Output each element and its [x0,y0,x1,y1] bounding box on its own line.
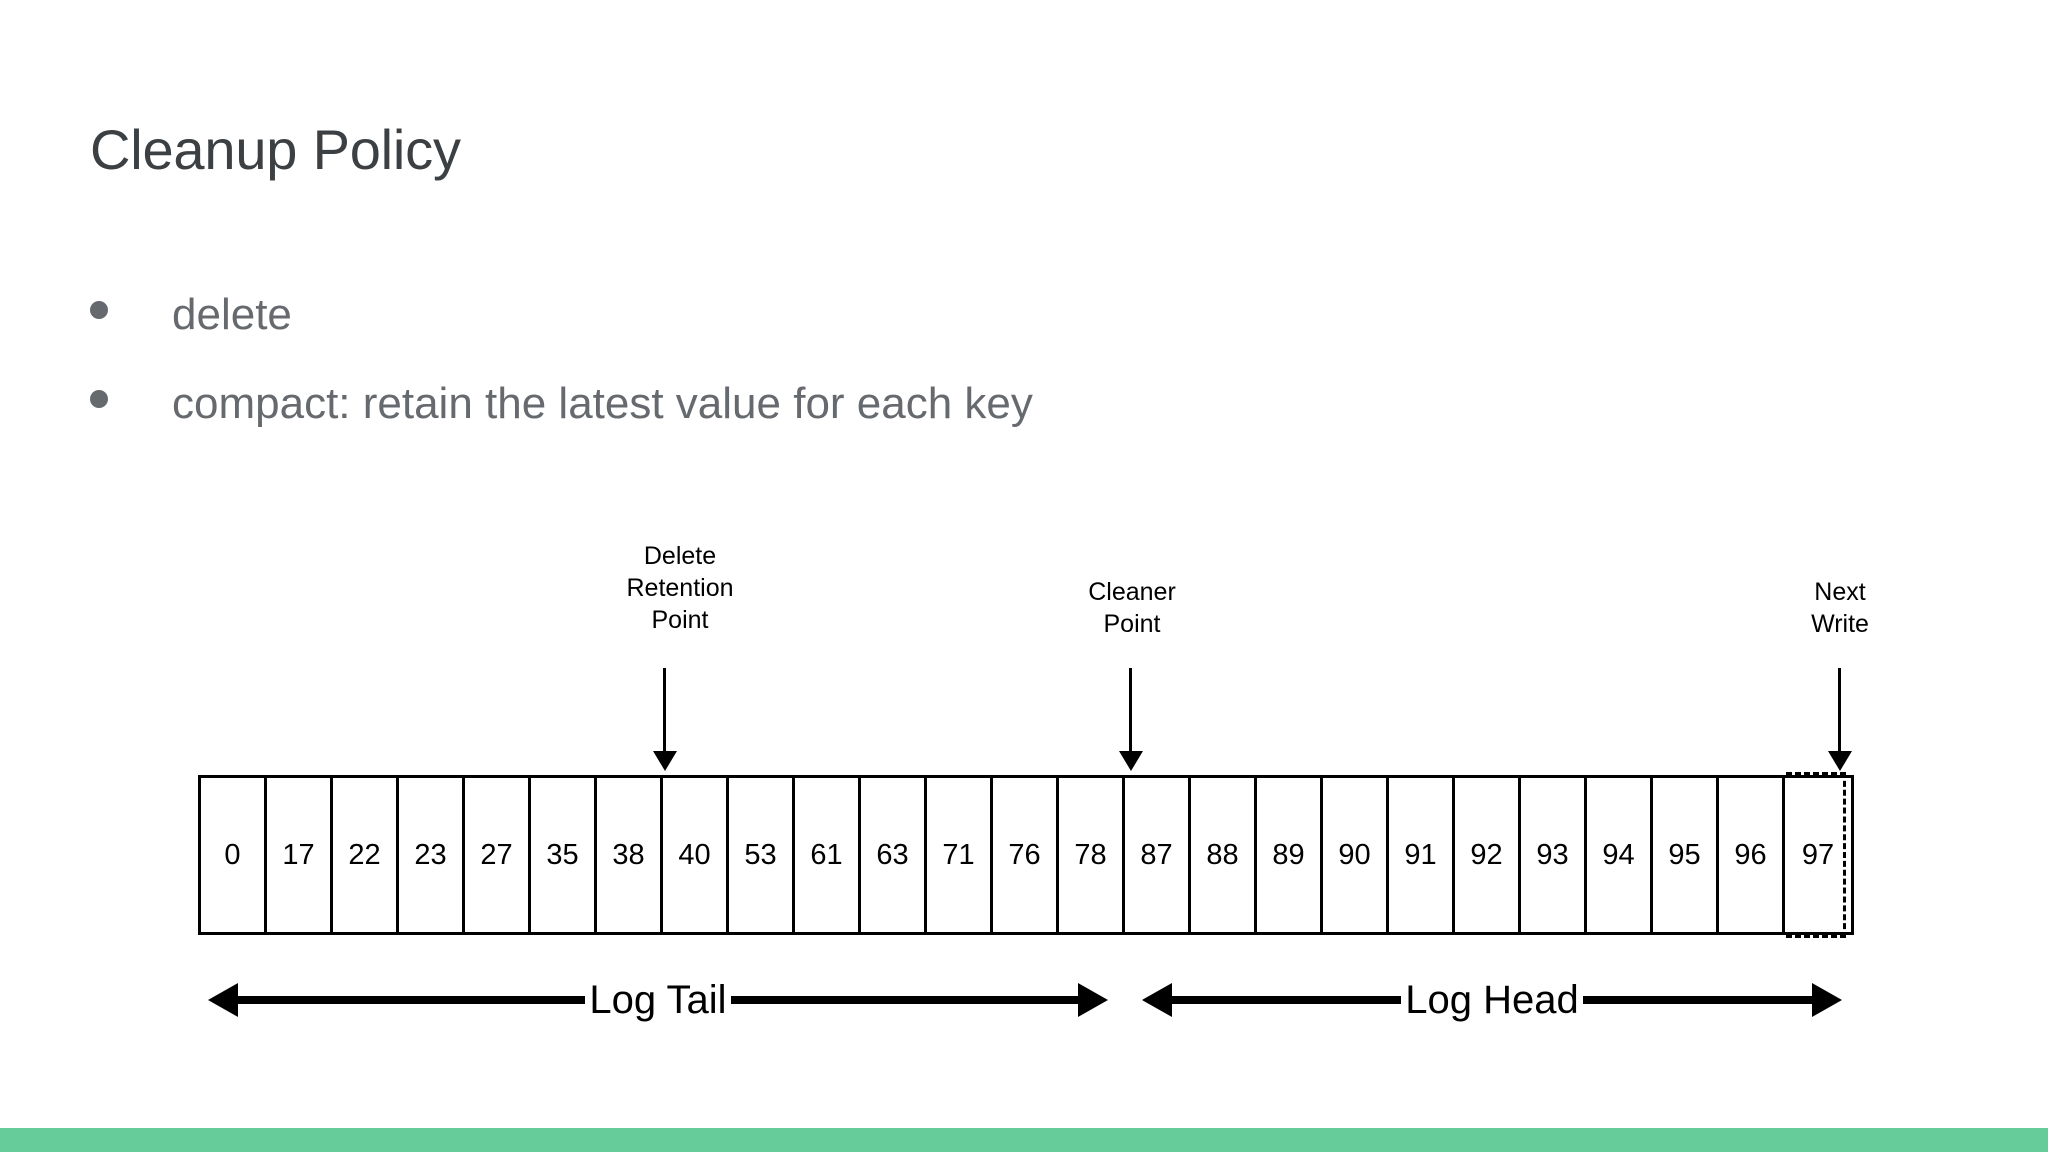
callout-line: Next [1814,578,1866,606]
arrow-head-left-icon [1142,983,1172,1017]
list-item: compact: retain the latest value for eac… [90,374,1790,433]
cleaner-point-arrow-icon [1129,668,1132,754]
log-cell: 22 [333,778,399,932]
bullet-list: delete compact: retain the latest value … [90,285,1790,464]
next-write-arrow-icon [1838,668,1841,754]
page-title: Cleanup Policy [90,118,461,181]
list-item: delete [90,285,1790,344]
arrow-line [1172,996,1402,1004]
log-cell: 0 [201,778,267,932]
log-cell: 88 [1191,778,1257,932]
log-cell: 38 [597,778,663,932]
arrow-head-right-icon [1812,983,1843,1017]
log-cell: 92 [1455,778,1521,932]
span-arrow-log-head: Log Head [1142,970,1843,1030]
log-cell: 91 [1389,778,1455,932]
log-cell: 35 [531,778,597,932]
log-cell: 61 [795,778,861,932]
arrow-line [1582,996,1813,1004]
next-write-empty-slot [1786,772,1846,938]
log-cell: 53 [729,778,795,932]
arrow-head-right-icon [1078,983,1108,1017]
log-cell: 87 [1125,778,1191,932]
arrow-line [238,996,586,1004]
log-cell: 23 [399,778,465,932]
log-cell: 27 [465,778,531,932]
log-cell: 40 [663,778,729,932]
log-cell: 97 [1785,778,1851,932]
log-cell: 78 [1059,778,1125,932]
log-cell: 17 [267,778,333,932]
log-cell: 76 [993,778,1059,932]
log-cell: 94 [1587,778,1653,932]
arrow-head-left-icon [208,983,238,1017]
footer-accent-bar [0,1128,2048,1152]
callout-cleaner-point: Cleaner Point [1012,576,1252,640]
log-segment-diagram: Delete Retention Point Cleaner Point Nex… [0,540,2048,1060]
log-cell: 96 [1719,778,1785,932]
list-item-label: delete [172,290,292,339]
span-label: Log Tail [589,978,727,1022]
span-label: Log Head [1405,978,1579,1022]
log-cell: 95 [1653,778,1719,932]
callout-line: Point [1103,610,1161,638]
arrow-line [730,996,1078,1004]
bullet-dot-icon [90,390,112,408]
list-item-label: compact: retain the latest value for eac… [172,379,1033,429]
log-offset-row: 0 17 22 23 27 35 38 40 53 61 63 71 76 78… [198,775,1854,935]
log-cell: 90 [1323,778,1389,932]
log-cell: 71 [927,778,993,932]
bullet-dot-icon [90,301,112,319]
delete-retention-point-arrow-icon [663,668,666,754]
callout-next-write: Next Write [1720,576,1960,640]
span-arrow-log-tail: Log Tail [208,970,1108,1030]
callout-line: Retention [626,574,734,602]
callout-delete-retention-point: Delete Retention Point [560,540,800,636]
callout-line: Point [651,606,709,634]
callout-line: Cleaner [1088,578,1176,606]
callout-line: Delete [643,542,717,570]
log-cell: 63 [861,778,927,932]
log-cell: 93 [1521,778,1587,932]
log-cell: 89 [1257,778,1323,932]
callout-line: Write [1811,610,1869,638]
